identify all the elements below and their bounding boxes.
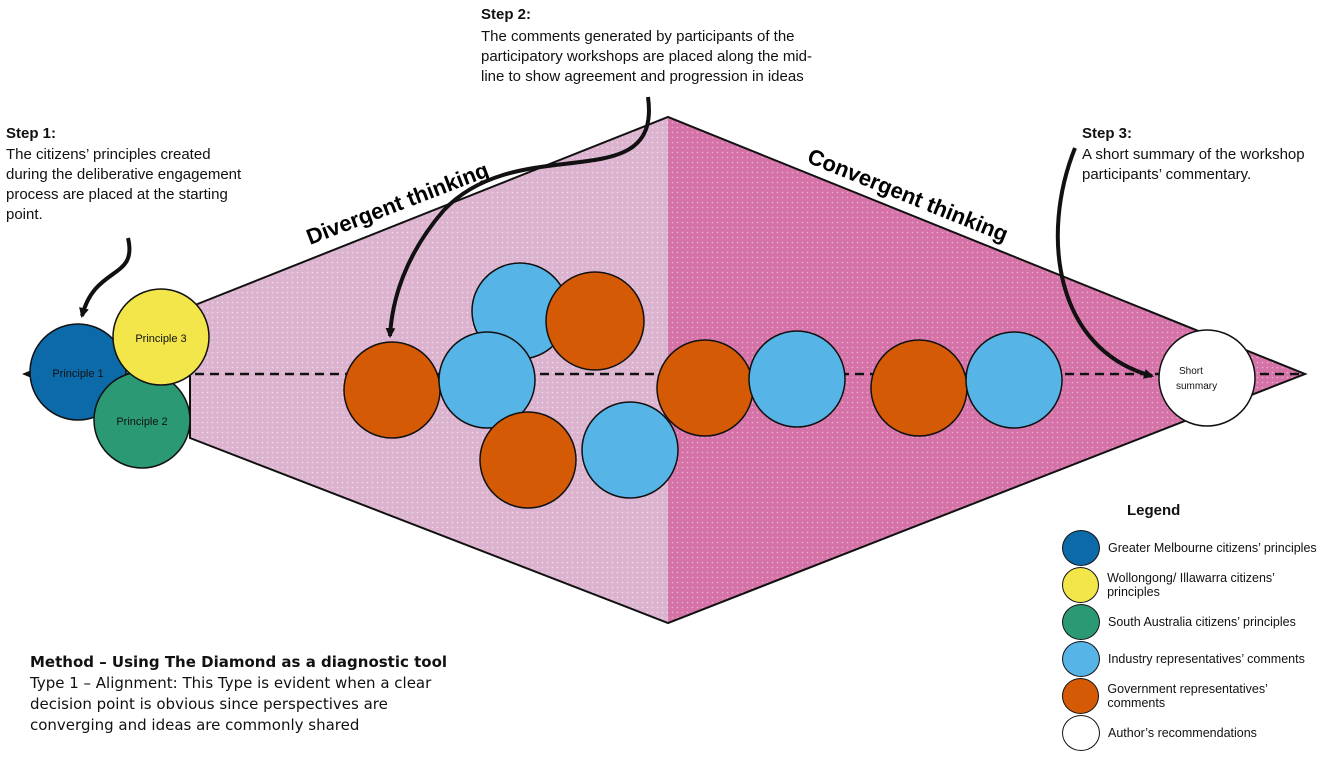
step-1-title: Step 1:: [6, 125, 57, 142]
legend-swatch: [1062, 567, 1100, 603]
legend-swatch: [1062, 641, 1100, 677]
industry-comment-circle: [748, 330, 846, 428]
industry-comment-circle: [965, 331, 1063, 429]
method-line: Type 1 – Alignment: This Type is evident…: [30, 674, 432, 692]
step-2-title: Step 2:: [481, 6, 532, 23]
principle-1-label: Principle 1: [52, 368, 103, 380]
legend-label: Industry representatives’ comments: [1108, 652, 1305, 666]
legend-title: Legend: [1127, 502, 1181, 519]
principle-3-circle: [112, 288, 210, 386]
government-comment-circle: [870, 339, 968, 437]
legend-swatch: [1062, 604, 1100, 640]
step-3-text: A short summary of the workshop particip…: [1082, 145, 1305, 185]
legend-label: South Australia citizens’ principles: [1108, 615, 1296, 629]
short-summary-circle: [1158, 329, 1256, 427]
government-comment-circle: [343, 341, 441, 439]
short-summary-line-1: Short: [1179, 366, 1203, 377]
step-1-line: The citizens’ principles created: [6, 146, 211, 163]
short-summary-line-2: summary: [1176, 381, 1217, 392]
legend-swatch: [1062, 530, 1100, 566]
legend-item-government: Government representatives’ comments: [1062, 678, 1325, 714]
method-line: converging and ideas are commonly shared: [30, 716, 360, 734]
government-comment-circle: [656, 339, 754, 437]
method-title: Method – Using The Diamond as a diagnost…: [30, 653, 448, 671]
legend-label: Government representatives’ comments: [1107, 682, 1268, 710]
legend-item-wollongong: Wollongong/ Illawarra citizens’ principl…: [1062, 567, 1325, 603]
step-1-text: The citizens’ principles created during …: [6, 145, 241, 225]
legend-item-author: Author’s recommendations: [1062, 715, 1257, 751]
legend-swatch: [1062, 678, 1100, 714]
step-3-line: A short summary of the workshop: [1082, 146, 1305, 163]
step-3-line: participants’ commentary.: [1082, 166, 1252, 183]
legend-item-melbourne: Greater Melbourne citizens’ principles: [1062, 530, 1317, 566]
step-3-arrow: [1055, 147, 1154, 379]
step-2-line: The comments generated by participants o…: [481, 28, 795, 45]
step-1-arrow: [79, 237, 132, 318]
step-2-line: line to show agreement and progression i…: [481, 68, 804, 85]
method-line: decision point is obvious since perspect…: [30, 695, 388, 713]
principle-3-label: Principle 3: [135, 333, 186, 345]
government-comment-circle: [545, 271, 645, 371]
legend-item-industry: Industry representatives’ comments: [1062, 641, 1305, 677]
step-2-line: participatory workshops are placed along…: [481, 48, 813, 65]
principle-2-label: Principle 2: [116, 416, 167, 428]
legend-swatch: [1062, 715, 1100, 751]
legend-label: Author’s recommendations: [1108, 726, 1257, 740]
step-3-title: Step 3:: [1082, 125, 1133, 142]
industry-comment-circle: [581, 401, 679, 499]
legend-item-south-australia: South Australia citizens’ principles: [1062, 604, 1296, 640]
step-2-arrow: [385, 96, 651, 338]
industry-comment-circle: [438, 331, 536, 429]
legend-label: Greater Melbourne citizens’ principles: [1108, 541, 1317, 555]
legend-label: Wollongong/ Illawarra citizens’ principl…: [1107, 571, 1275, 599]
government-comment-circle: [479, 411, 577, 509]
step-2-text: The comments generated by participants o…: [481, 27, 812, 87]
method-description: Method – Using The Diamond as a diagnost…: [30, 653, 470, 736]
step-1-line: point.: [6, 206, 43, 223]
step-1-line: during the deliberative engagement: [6, 166, 242, 183]
step-1-line: process are placed at the starting: [6, 186, 228, 203]
